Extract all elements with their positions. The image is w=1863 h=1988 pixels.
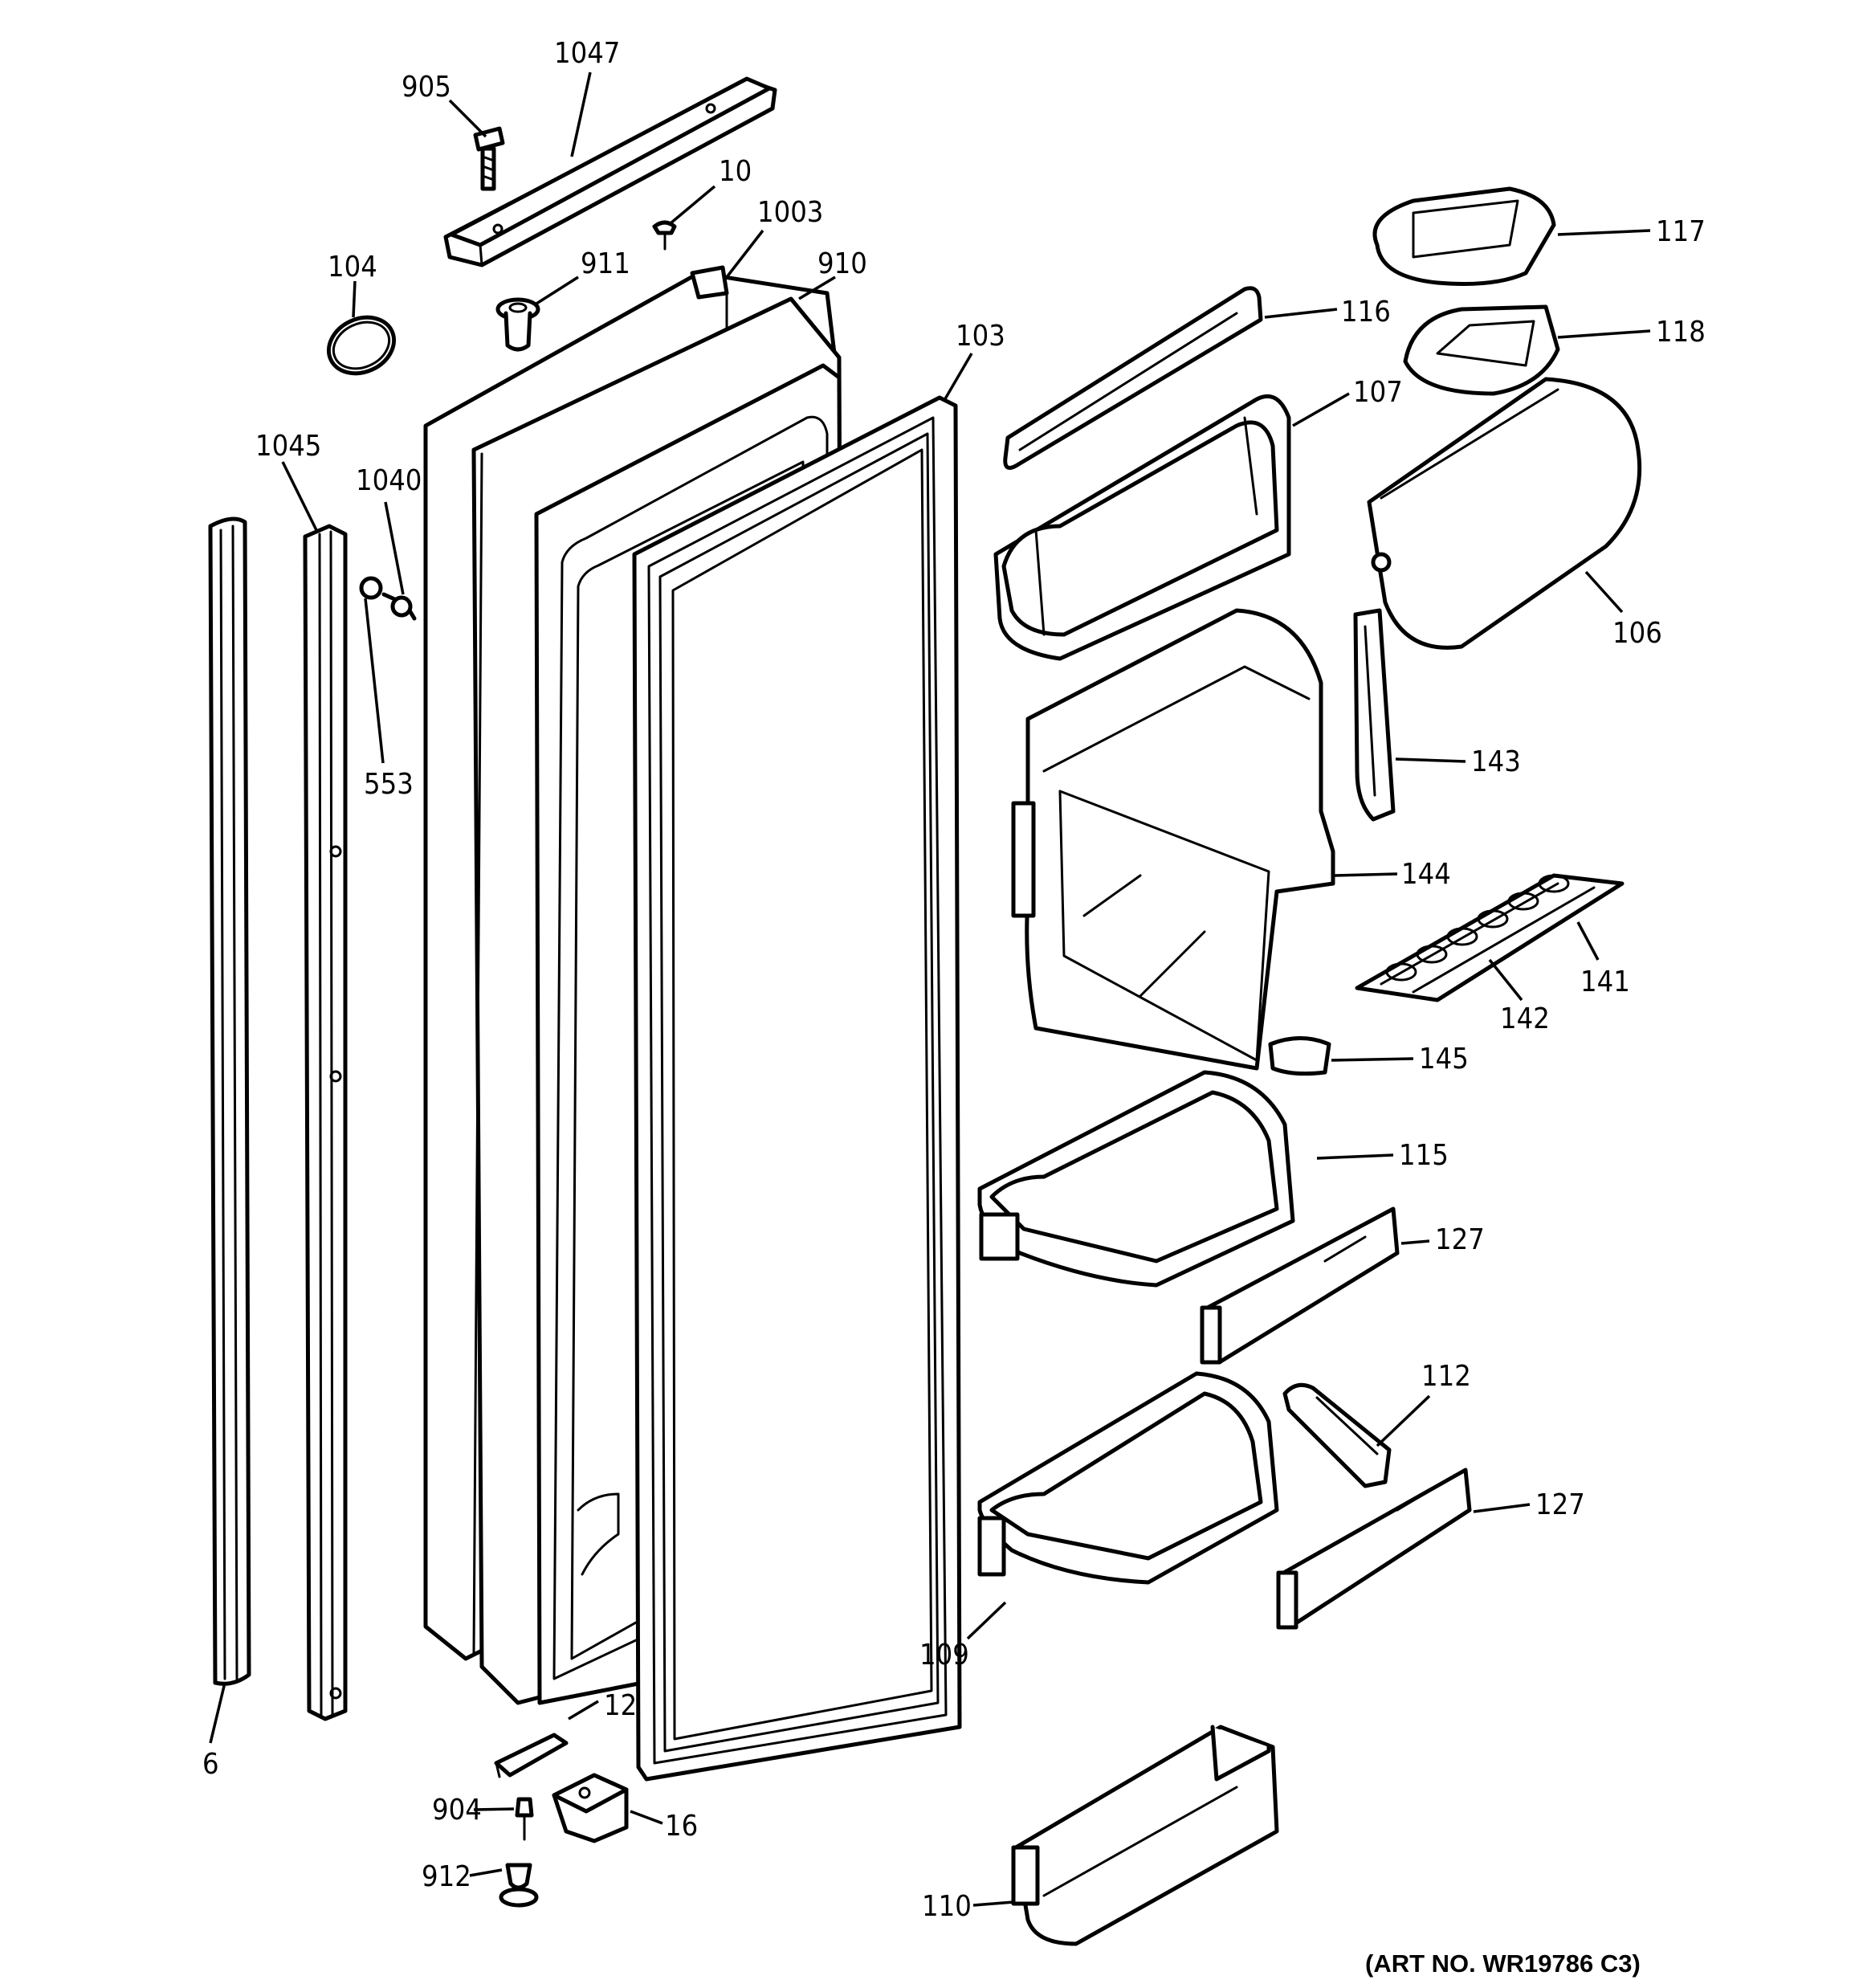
egg-cup — [1416, 945, 1448, 964]
callout-109: 109 — [919, 1639, 969, 1672]
callout-labels: 905 1047 10 1003 911 910 104 103 1045 10… — [202, 37, 1706, 1923]
bin-front-lower — [1276, 1468, 1472, 1630]
callout-910: 910 — [817, 247, 867, 280]
callout-141: 141 — [1580, 965, 1630, 998]
callout-144: 144 — [1401, 858, 1451, 891]
bottom-bin — [1011, 1725, 1279, 1946]
egg-cup — [1385, 962, 1417, 982]
callout-905: 905 — [402, 71, 451, 104]
bushing — [495, 297, 540, 352]
o-ring — [326, 315, 397, 376]
callout-12: 12 — [604, 1689, 637, 1722]
callout-553: 553 — [364, 768, 414, 801]
callout-118: 118 — [1656, 316, 1706, 349]
leader-lines — [209, 71, 1651, 1907]
bracket — [494, 1733, 569, 1778]
art-number: (ART NO. WR19786 C3) — [1365, 1949, 1641, 1978]
dairy-cover — [1367, 377, 1642, 650]
callout-107: 107 — [1353, 376, 1403, 409]
callout-1003: 1003 — [757, 196, 823, 229]
callout-1047: 1047 — [554, 37, 620, 70]
callout-116: 116 — [1341, 296, 1391, 329]
beverage-bin — [1011, 608, 1335, 1071]
callout-110: 110 — [922, 1890, 972, 1923]
callout-143: 143 — [1471, 745, 1521, 778]
callout-142: 142 — [1500, 1002, 1550, 1035]
callout-115: 115 — [1399, 1139, 1449, 1172]
bottom-hinge — [552, 1773, 629, 1843]
callout-106: 106 — [1612, 617, 1662, 650]
adjust-screws — [359, 576, 417, 621]
divider-bracket — [1353, 608, 1396, 822]
callout-1045: 1045 — [255, 430, 321, 463]
callout-6: 6 — [202, 1748, 219, 1781]
butter-tray — [1403, 304, 1560, 396]
hinge-screw — [515, 1797, 534, 1841]
lower-bin — [977, 1371, 1279, 1585]
door-gasket — [632, 395, 962, 1782]
egg-tray — [1355, 873, 1625, 1002]
callout-904: 904 — [432, 1794, 482, 1827]
bolt — [473, 126, 505, 191]
bin-front-upper — [1200, 1206, 1400, 1365]
bin-rail — [1003, 286, 1263, 470]
callout-145: 145 — [1419, 1043, 1469, 1076]
callout-10: 10 — [719, 155, 752, 188]
egg-cup — [1538, 874, 1570, 893]
callout-117: 117 — [1656, 215, 1706, 248]
middle-bin — [977, 1070, 1295, 1288]
butter-cover — [1372, 186, 1556, 286]
egg-cup — [1446, 927, 1478, 946]
hinge-cap — [443, 76, 777, 267]
callout-911: 911 — [581, 247, 630, 280]
egg-cup — [1477, 909, 1509, 929]
upper-bin — [993, 394, 1291, 661]
callout-104: 104 — [328, 251, 377, 284]
callout-16: 16 — [665, 1810, 698, 1843]
callout-103: 103 — [956, 320, 1005, 353]
screw — [652, 220, 677, 251]
egg-cup — [1507, 892, 1539, 911]
callout-1040: 1040 — [356, 464, 422, 497]
door-channel — [303, 524, 348, 1721]
door-trim — [208, 516, 251, 1686]
callout-127-lower: 127 — [1535, 1488, 1585, 1521]
callout-912: 912 — [422, 1860, 471, 1893]
bin-divider — [1282, 1382, 1392, 1488]
hinge-pin — [499, 1863, 539, 1908]
callout-127-upper: 127 — [1435, 1223, 1485, 1256]
bin-clip — [1268, 1036, 1331, 1076]
callout-112: 112 — [1421, 1360, 1471, 1393]
